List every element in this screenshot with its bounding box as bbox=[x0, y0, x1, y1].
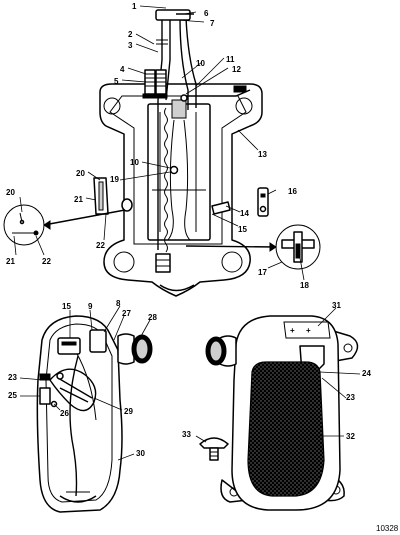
callout-17: 17 bbox=[258, 268, 267, 277]
top-fasteners bbox=[155, 94, 231, 273]
callout-30: 30 bbox=[136, 449, 145, 458]
callout-15-top: 15 bbox=[238, 225, 247, 234]
callout-7: 7 bbox=[210, 19, 215, 28]
callout-10-top: 10 bbox=[196, 59, 205, 68]
callout-20-left: 20 bbox=[6, 188, 15, 197]
detail-circle-left bbox=[3, 204, 45, 246]
wire-run bbox=[167, 119, 175, 241]
knob-33 bbox=[199, 437, 229, 461]
button-window bbox=[283, 321, 331, 339]
sensor-detail-right bbox=[185, 187, 321, 270]
top-bracket-right bbox=[233, 85, 247, 93]
callout-22-mid: 22 bbox=[96, 241, 105, 250]
pedal-interior-assembly bbox=[36, 315, 153, 513]
pedal-base-inner bbox=[45, 323, 113, 503]
bracket-27 bbox=[89, 329, 107, 353]
side-clip-25 bbox=[39, 387, 51, 405]
plus-sign-left: + bbox=[290, 326, 295, 335]
callout-22-left: 22 bbox=[42, 257, 51, 266]
callout-11: 11 bbox=[226, 55, 235, 64]
mount-boss-left bbox=[103, 97, 121, 115]
cable-grommets bbox=[142, 69, 168, 99]
wire-loop bbox=[49, 368, 97, 412]
heel-slot bbox=[59, 495, 97, 503]
callout-16: 16 bbox=[288, 187, 297, 196]
terminal-block bbox=[57, 337, 81, 355]
callout-27: 27 bbox=[122, 309, 131, 318]
callout-24: 24 bbox=[362, 369, 371, 378]
document-number: 10328 bbox=[376, 524, 399, 533]
ground-wire bbox=[186, 89, 251, 97]
callout-15-bottom: 15 bbox=[62, 302, 71, 311]
callout-5: 5 bbox=[114, 77, 119, 86]
callout-23-right: 23 bbox=[346, 393, 355, 402]
bottom-plug bbox=[155, 253, 171, 273]
mount-boss-bottom-left bbox=[113, 251, 135, 273]
pedal-tread bbox=[247, 361, 325, 497]
pedal-base-shell bbox=[36, 315, 123, 513]
switch-detail-left bbox=[3, 177, 133, 246]
spring-coil bbox=[164, 107, 168, 253]
fitting-28 bbox=[117, 333, 135, 365]
top-screw-14 bbox=[211, 201, 231, 215]
callout-14: 14 bbox=[240, 209, 249, 218]
top-housing-assembly bbox=[99, 83, 263, 297]
callout-1: 1 bbox=[132, 2, 137, 11]
callout-28: 28 bbox=[148, 313, 157, 322]
resistor-block bbox=[171, 99, 187, 119]
callout-6: 6 bbox=[204, 9, 209, 18]
callout-26: 26 bbox=[60, 409, 69, 418]
callout-9: 9 bbox=[88, 302, 93, 311]
callout-3: 3 bbox=[128, 41, 133, 50]
callout-labels: 1 2 3 4 5 6 7 10 11 12 13 10 19 20 20 21… bbox=[6, 2, 371, 458]
leader-lines bbox=[13, 5, 361, 461]
callout-4: 4 bbox=[120, 65, 125, 74]
callout-8: 8 bbox=[116, 299, 121, 308]
callout-29: 29 bbox=[124, 407, 133, 416]
power-cord bbox=[69, 355, 79, 497]
callout-31: 31 bbox=[332, 301, 341, 310]
wire-run-2 bbox=[183, 119, 191, 241]
callout-20-mid: 20 bbox=[76, 169, 85, 178]
callout-21-left: 21 bbox=[6, 257, 15, 266]
pedal-top-assembly: + + bbox=[199, 315, 359, 511]
mount-boss-bottom-right bbox=[221, 251, 243, 273]
plus-sign-right: + bbox=[306, 326, 311, 335]
board-traces bbox=[152, 112, 206, 232]
callout-12: 12 bbox=[232, 65, 241, 74]
toe-curl bbox=[159, 284, 195, 292]
callout-21-mid: 21 bbox=[74, 195, 83, 204]
switch-cap bbox=[121, 198, 133, 212]
housing-inner-rim bbox=[109, 95, 247, 245]
mount-boss-right bbox=[235, 97, 253, 115]
callout-13: 13 bbox=[258, 150, 267, 159]
callout-10-mid: 10 bbox=[130, 158, 139, 167]
strain-relief-clamp bbox=[155, 9, 191, 21]
detail-arrow-left bbox=[43, 209, 126, 226]
callout-2: 2 bbox=[128, 30, 133, 39]
callout-33: 33 bbox=[182, 430, 191, 439]
callout-32: 32 bbox=[346, 432, 355, 441]
callout-25: 25 bbox=[8, 391, 17, 400]
callout-19: 19 bbox=[110, 175, 119, 184]
callout-18: 18 bbox=[300, 281, 309, 290]
detail-arrow-right bbox=[185, 245, 277, 248]
callout-23-left: 23 bbox=[8, 373, 17, 382]
